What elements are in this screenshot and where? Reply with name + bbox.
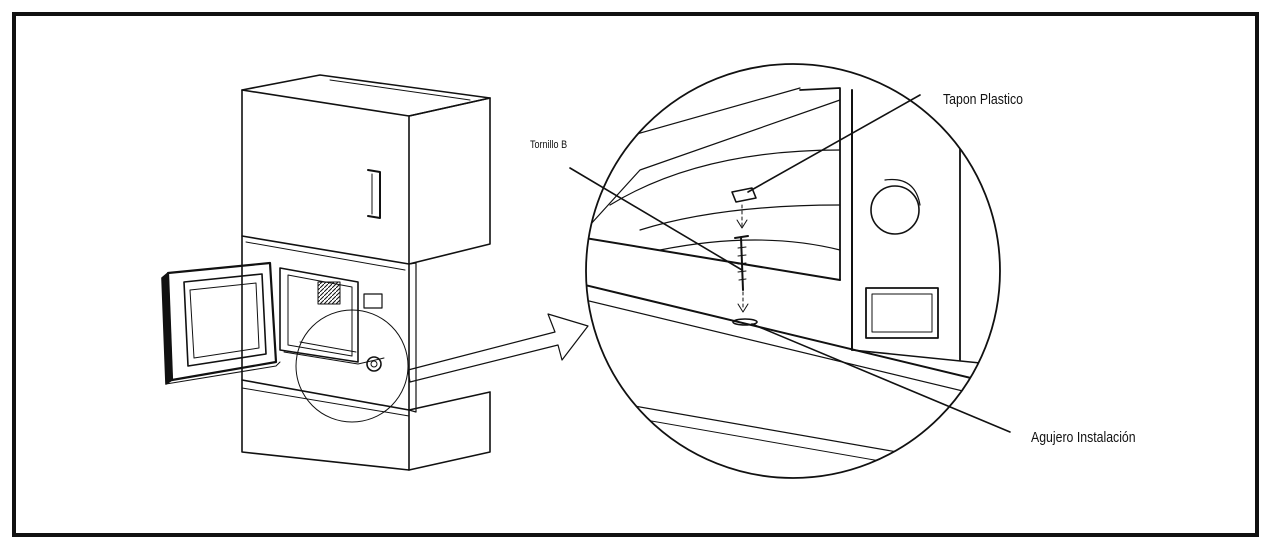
leader-tornillo [569, 167, 743, 271]
control-display [363, 293, 383, 309]
magnify-arrow [407, 313, 589, 383]
cabinet-handle [367, 169, 381, 219]
cabinet-lower-side [408, 391, 491, 471]
cabinet-side [408, 97, 491, 265]
cabinet-upper-front [241, 89, 410, 265]
cabinet-lower-front [241, 379, 410, 471]
control-knob [366, 356, 382, 372]
plastic-plug-shape [731, 187, 757, 203]
microwave-door [166, 261, 278, 382]
callout-agujero-instalacion: Agujero Instalación [1031, 429, 1136, 446]
cabinet-drawing [161, 74, 491, 471]
microwave-housing [241, 235, 410, 411]
microwave-cavity [279, 267, 359, 363]
leader-tapon [747, 94, 921, 193]
install-hole-shape [732, 318, 758, 326]
zoom-detail [585, 63, 1001, 479]
callout-tapon-plastico: Tapon Plastico [943, 91, 1024, 108]
zoom-knob [870, 185, 920, 235]
zoom-circle [585, 63, 1001, 479]
leader-agujero [751, 323, 1011, 433]
figure-border [12, 12, 1259, 537]
zoom-display [865, 287, 939, 339]
callout-tornillo-b: Tornillo B [530, 139, 568, 151]
vent-grille [317, 281, 341, 305]
detail-circle [295, 309, 409, 423]
